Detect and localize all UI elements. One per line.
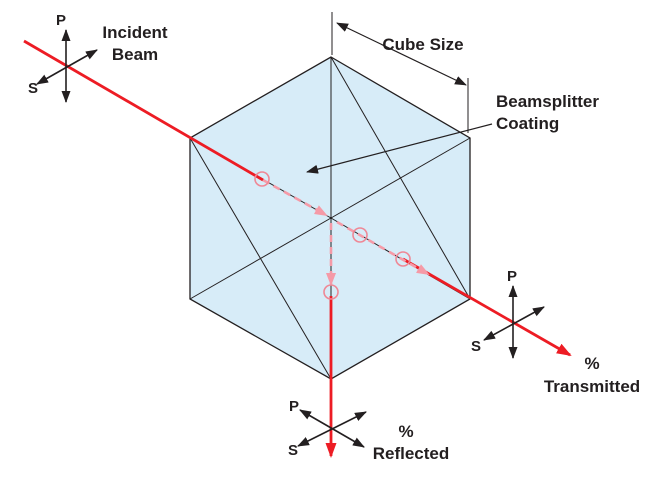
transmitted-s-axis-arrow — [483, 306, 545, 341]
reflected-label-line1: % — [398, 422, 413, 441]
transmitted-label-line1: % — [584, 354, 599, 373]
transmitted-s-label: S — [471, 338, 481, 355]
reflected-p-label: P — [289, 398, 299, 415]
incident-s-label: S — [28, 80, 38, 97]
incident-p-label: P — [56, 12, 66, 29]
reflected-polarization-axes: P S — [288, 398, 367, 459]
coating-crossing-circle — [352, 227, 368, 243]
incident-beam-label-line2: Beam — [112, 45, 158, 64]
exit-face-circle — [395, 251, 411, 267]
coating-callout: Beamsplitter Coating — [306, 92, 599, 174]
transmitted-label-line2: Transmitted — [544, 377, 640, 396]
transmitted-polarization-axes: P S — [471, 268, 545, 359]
dimension-arrow-line — [336, 22, 467, 86]
text-labels: Incident Beam % Transmitted % Reflected — [102, 23, 640, 463]
transmitted-beam-internal-dashed — [336, 220, 430, 276]
incident-beam-label-line1: Incident — [102, 23, 168, 42]
coating-plane-right-diagonal — [330, 56, 471, 300]
coating-label-line1: Beamsplitter — [496, 92, 599, 111]
transmitted-p-label: P — [507, 268, 517, 285]
cube-size-label: Cube Size — [382, 35, 463, 54]
reflected-s-label: S — [288, 442, 298, 459]
bottom-face-circle — [323, 284, 339, 300]
incident-s-axis-arrow — [36, 49, 98, 85]
coating-pointer-arrow — [306, 123, 493, 174]
cube-size-dimension: Cube Size — [331, 12, 469, 133]
coating-label-line2: Coating — [496, 114, 559, 133]
incident-polarization-axes: P S — [28, 12, 98, 103]
incident-beam-internal-dashed — [262, 178, 328, 217]
coating-plane-left-diagonal — [189, 137, 332, 380]
entry-face-circle — [254, 171, 270, 187]
reflected-label-line2: Reflected — [373, 444, 450, 463]
reflected-p-axis-arrow — [299, 409, 365, 448]
